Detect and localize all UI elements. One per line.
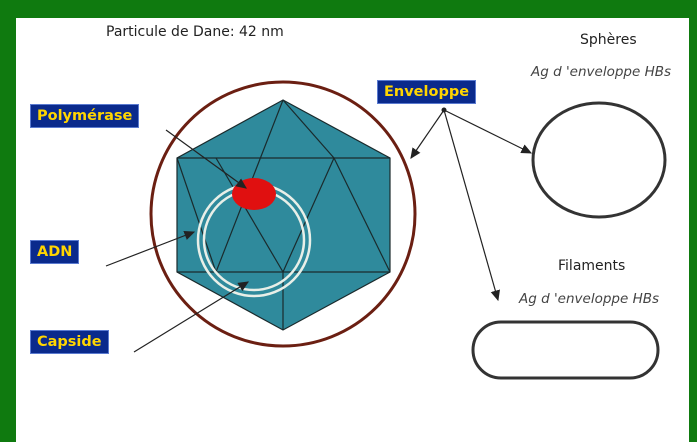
label-polymerase: Polymérase (30, 104, 140, 128)
spheres-subtitle: Ag d 'enveloppe HBs (531, 64, 672, 80)
envelope-ring (149, 80, 417, 348)
slide-frame-top (0, 0, 697, 18)
enveloppe-pointer-sphere (443, 109, 533, 154)
diagram-canvas: Particule de Dane: 42 nm Polymérase ADN … (16, 18, 689, 442)
sphere-particle (531, 101, 667, 219)
capside-pointer (133, 281, 250, 353)
label-enveloppe: Enveloppe (377, 80, 477, 104)
filaments-subtitle: Ag d 'enveloppe HBs (519, 291, 660, 307)
enveloppe-pointer-virion (410, 109, 445, 159)
enveloppe-pointer-filament (443, 109, 500, 302)
diagram-title: Particule de Dane: 42 nm (106, 24, 284, 40)
label-capside: Capside (30, 330, 109, 354)
adn-pointer (105, 230, 196, 267)
spheres-title: Sphères (580, 32, 637, 48)
slide-frame-right (689, 18, 697, 442)
filament-particle (471, 320, 660, 380)
virion-diagram (105, 80, 667, 380)
label-adn: ADN (30, 240, 80, 264)
enveloppe-origin-dot (441, 107, 447, 113)
filaments-title: Filaments (558, 258, 626, 274)
slide-frame-left (0, 18, 16, 442)
polymerase-pointer (165, 129, 247, 189)
